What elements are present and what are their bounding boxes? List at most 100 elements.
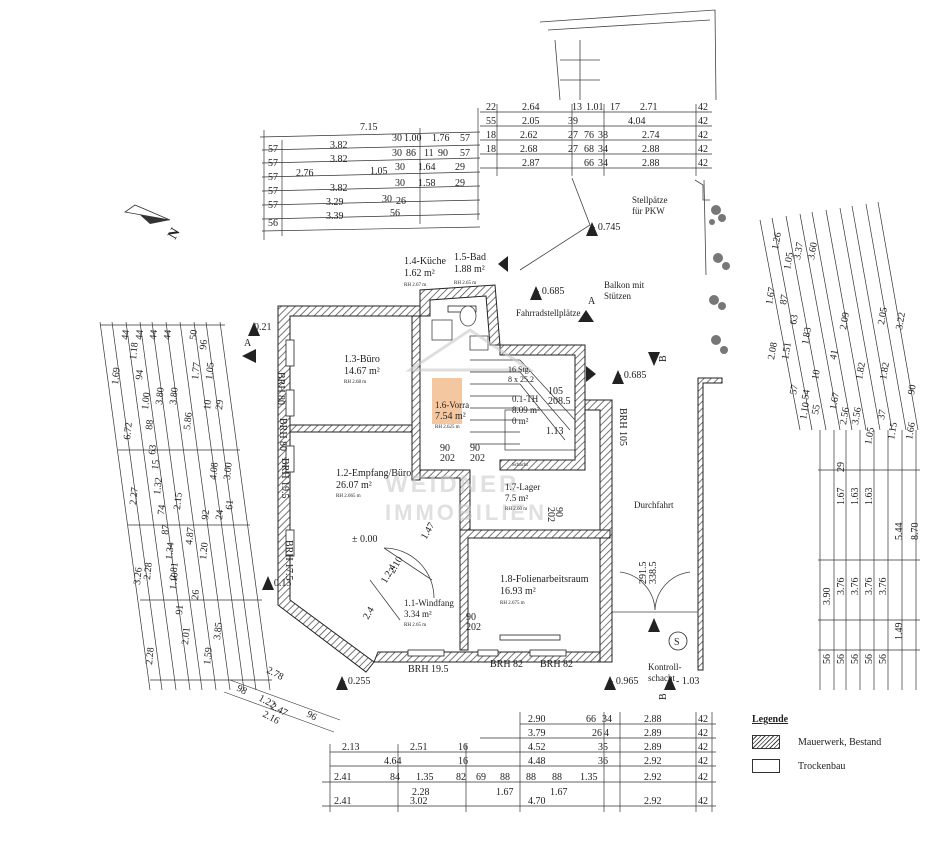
svg-text:RH 2.675 m: RH 2.675 m bbox=[500, 601, 525, 606]
svg-text:44: 44 bbox=[120, 329, 132, 340]
svg-text:B: B bbox=[658, 355, 669, 362]
svg-text:1.34: 1.34 bbox=[164, 542, 177, 561]
top-dimensions-left: 7.15 3.82 3.82 2.76 3.82 3.29 3.39 57 57… bbox=[268, 122, 470, 229]
room-label-vorraum: 1.6-Vorra 7.54 m² RH 2.625 m bbox=[435, 400, 469, 430]
svg-text:1.67: 1.67 bbox=[836, 488, 847, 506]
bottom-dimensions: 2.90 66 34 2.88 42 3.79 26 4 2.89 42 2.1… bbox=[334, 714, 708, 807]
svg-text:44: 44 bbox=[148, 329, 160, 340]
svg-text:90: 90 bbox=[553, 507, 564, 517]
svg-text:63: 63 bbox=[147, 444, 159, 455]
legend-hatch-swatch bbox=[752, 735, 780, 749]
svg-text:42: 42 bbox=[698, 796, 708, 807]
svg-text:- 0.685: - 0.685 bbox=[536, 286, 564, 297]
svg-text:66: 66 bbox=[586, 714, 596, 725]
svg-text:291.5: 291.5 bbox=[638, 562, 649, 585]
label-durchfahrt: Durchfahrt bbox=[634, 500, 674, 510]
svg-text:4.87: 4.87 bbox=[184, 527, 197, 546]
svg-text:2.87: 2.87 bbox=[522, 158, 540, 169]
svg-text:1.01: 1.01 bbox=[586, 102, 604, 113]
svg-text:3.82: 3.82 bbox=[330, 154, 348, 165]
svg-text:105: 105 bbox=[548, 386, 563, 397]
svg-text:3.60: 3.60 bbox=[806, 241, 820, 260]
svg-text:29: 29 bbox=[836, 462, 847, 472]
svg-text:1.49: 1.49 bbox=[894, 623, 905, 641]
svg-text:S: S bbox=[674, 637, 680, 648]
room-label-buero: 1.3-Büro 14.67 m² RH 2.68 m bbox=[344, 354, 380, 385]
svg-text:4.64: 4.64 bbox=[384, 756, 402, 767]
svg-text:0.21: 0.21 bbox=[254, 322, 272, 333]
svg-text:90: 90 bbox=[470, 443, 480, 454]
svg-text:2.92: 2.92 bbox=[644, 772, 662, 783]
svg-text:2.51: 2.51 bbox=[410, 742, 428, 753]
outdoor-labels: Stellpätze für PKW Balkon mit Stützen Fa… bbox=[352, 195, 682, 683]
inner-wall-1 bbox=[289, 424, 421, 433]
svg-text:4.08: 4.08 bbox=[208, 462, 221, 481]
svg-text:1.35: 1.35 bbox=[416, 772, 434, 783]
svg-text:2.15: 2.15 bbox=[172, 492, 185, 511]
svg-text:WEIDNER: WEIDNER bbox=[385, 471, 519, 498]
legend-item-trockenbau: Trockenbau bbox=[752, 759, 942, 773]
svg-text:1.05: 1.05 bbox=[863, 426, 877, 445]
svg-text:88: 88 bbox=[552, 772, 562, 783]
svg-text:BRH 19.5: BRH 19.5 bbox=[279, 458, 290, 499]
svg-text:1.66: 1.66 bbox=[904, 421, 918, 440]
svg-text:BRH 82: BRH 82 bbox=[540, 659, 573, 670]
svg-text:27: 27 bbox=[568, 144, 578, 155]
svg-text:- 0.255: - 0.255 bbox=[342, 676, 370, 687]
svg-text:1.82: 1.82 bbox=[878, 361, 892, 380]
svg-text:2.76: 2.76 bbox=[296, 168, 314, 179]
svg-text:2.90: 2.90 bbox=[528, 714, 546, 725]
svg-text:- 1.03: - 1.03 bbox=[676, 676, 699, 687]
svg-text:29: 29 bbox=[214, 399, 226, 410]
svg-text:3.90: 3.90 bbox=[822, 588, 833, 606]
svg-text:84: 84 bbox=[390, 772, 400, 783]
svg-text:1.10: 1.10 bbox=[798, 401, 812, 420]
svg-text:50: 50 bbox=[188, 329, 200, 340]
svg-text:3.76: 3.76 bbox=[864, 578, 875, 596]
svg-text:2.92: 2.92 bbox=[644, 796, 662, 807]
svg-text:1.58: 1.58 bbox=[418, 178, 436, 189]
svg-text:3.00: 3.00 bbox=[222, 462, 235, 481]
svg-text:1.64: 1.64 bbox=[418, 162, 436, 173]
left-dimensions: 44 44 44 44 1.18 94 1.00 88 63 15 1.32 7… bbox=[110, 329, 236, 665]
svg-text:RH 2.665 m: RH 2.665 m bbox=[336, 494, 361, 499]
svg-text:2.89: 2.89 bbox=[644, 742, 662, 753]
svg-text:2.68: 2.68 bbox=[520, 144, 538, 155]
svg-text:1.5-Bad: 1.5-Bad bbox=[454, 252, 486, 263]
svg-text:3.56: 3.56 bbox=[850, 406, 864, 425]
room-label-folienarbeitsraum: 1.8-Folienarbeitsraum 16.93 m² RH 2.675 … bbox=[500, 574, 589, 606]
svg-text:30: 30 bbox=[382, 194, 392, 205]
drive-wall bbox=[697, 377, 723, 671]
svg-text:68: 68 bbox=[584, 144, 594, 155]
svg-text:1.67: 1.67 bbox=[828, 391, 842, 410]
svg-text:1.05: 1.05 bbox=[782, 251, 796, 270]
svg-text:42: 42 bbox=[698, 742, 708, 753]
storage-wall bbox=[459, 529, 611, 651]
svg-text:86: 86 bbox=[406, 148, 416, 159]
svg-text:3.37: 3.37 bbox=[792, 241, 806, 260]
svg-text:1.59: 1.59 bbox=[202, 647, 215, 666]
stair-wall bbox=[499, 344, 586, 471]
svg-text:3.76: 3.76 bbox=[878, 578, 889, 596]
legend: Legende Mauerwerk, Bestand Trockenbau bbox=[752, 714, 942, 783]
svg-text:2.05: 2.05 bbox=[876, 306, 890, 325]
label-balkon: Balkon mit bbox=[604, 280, 645, 290]
svg-text:N: N bbox=[165, 226, 183, 242]
svg-text:26: 26 bbox=[190, 589, 202, 600]
shrub-icons bbox=[709, 205, 730, 354]
svg-text:63: 63 bbox=[788, 314, 801, 326]
svg-text:3.76: 3.76 bbox=[836, 578, 847, 596]
svg-text:1.51: 1.51 bbox=[780, 341, 794, 360]
svg-text:42: 42 bbox=[698, 116, 708, 127]
svg-text:1.6-Vorra: 1.6-Vorra bbox=[435, 400, 469, 410]
svg-text:34: 34 bbox=[598, 144, 608, 155]
svg-text:202: 202 bbox=[470, 453, 485, 464]
svg-text:RH 2.68 m: RH 2.68 m bbox=[344, 380, 366, 385]
east-wall bbox=[584, 399, 613, 663]
svg-text:42: 42 bbox=[698, 144, 708, 155]
diagonal-dimensions: 98 1.22 96 2.78 2.47 2.16 bbox=[223, 665, 341, 733]
room-label-treppenhaus: 0.1-TH 8.09 m² 0 m² bbox=[512, 394, 540, 426]
svg-text:1.10: 1.10 bbox=[168, 572, 181, 591]
door-swings bbox=[369, 547, 698, 621]
